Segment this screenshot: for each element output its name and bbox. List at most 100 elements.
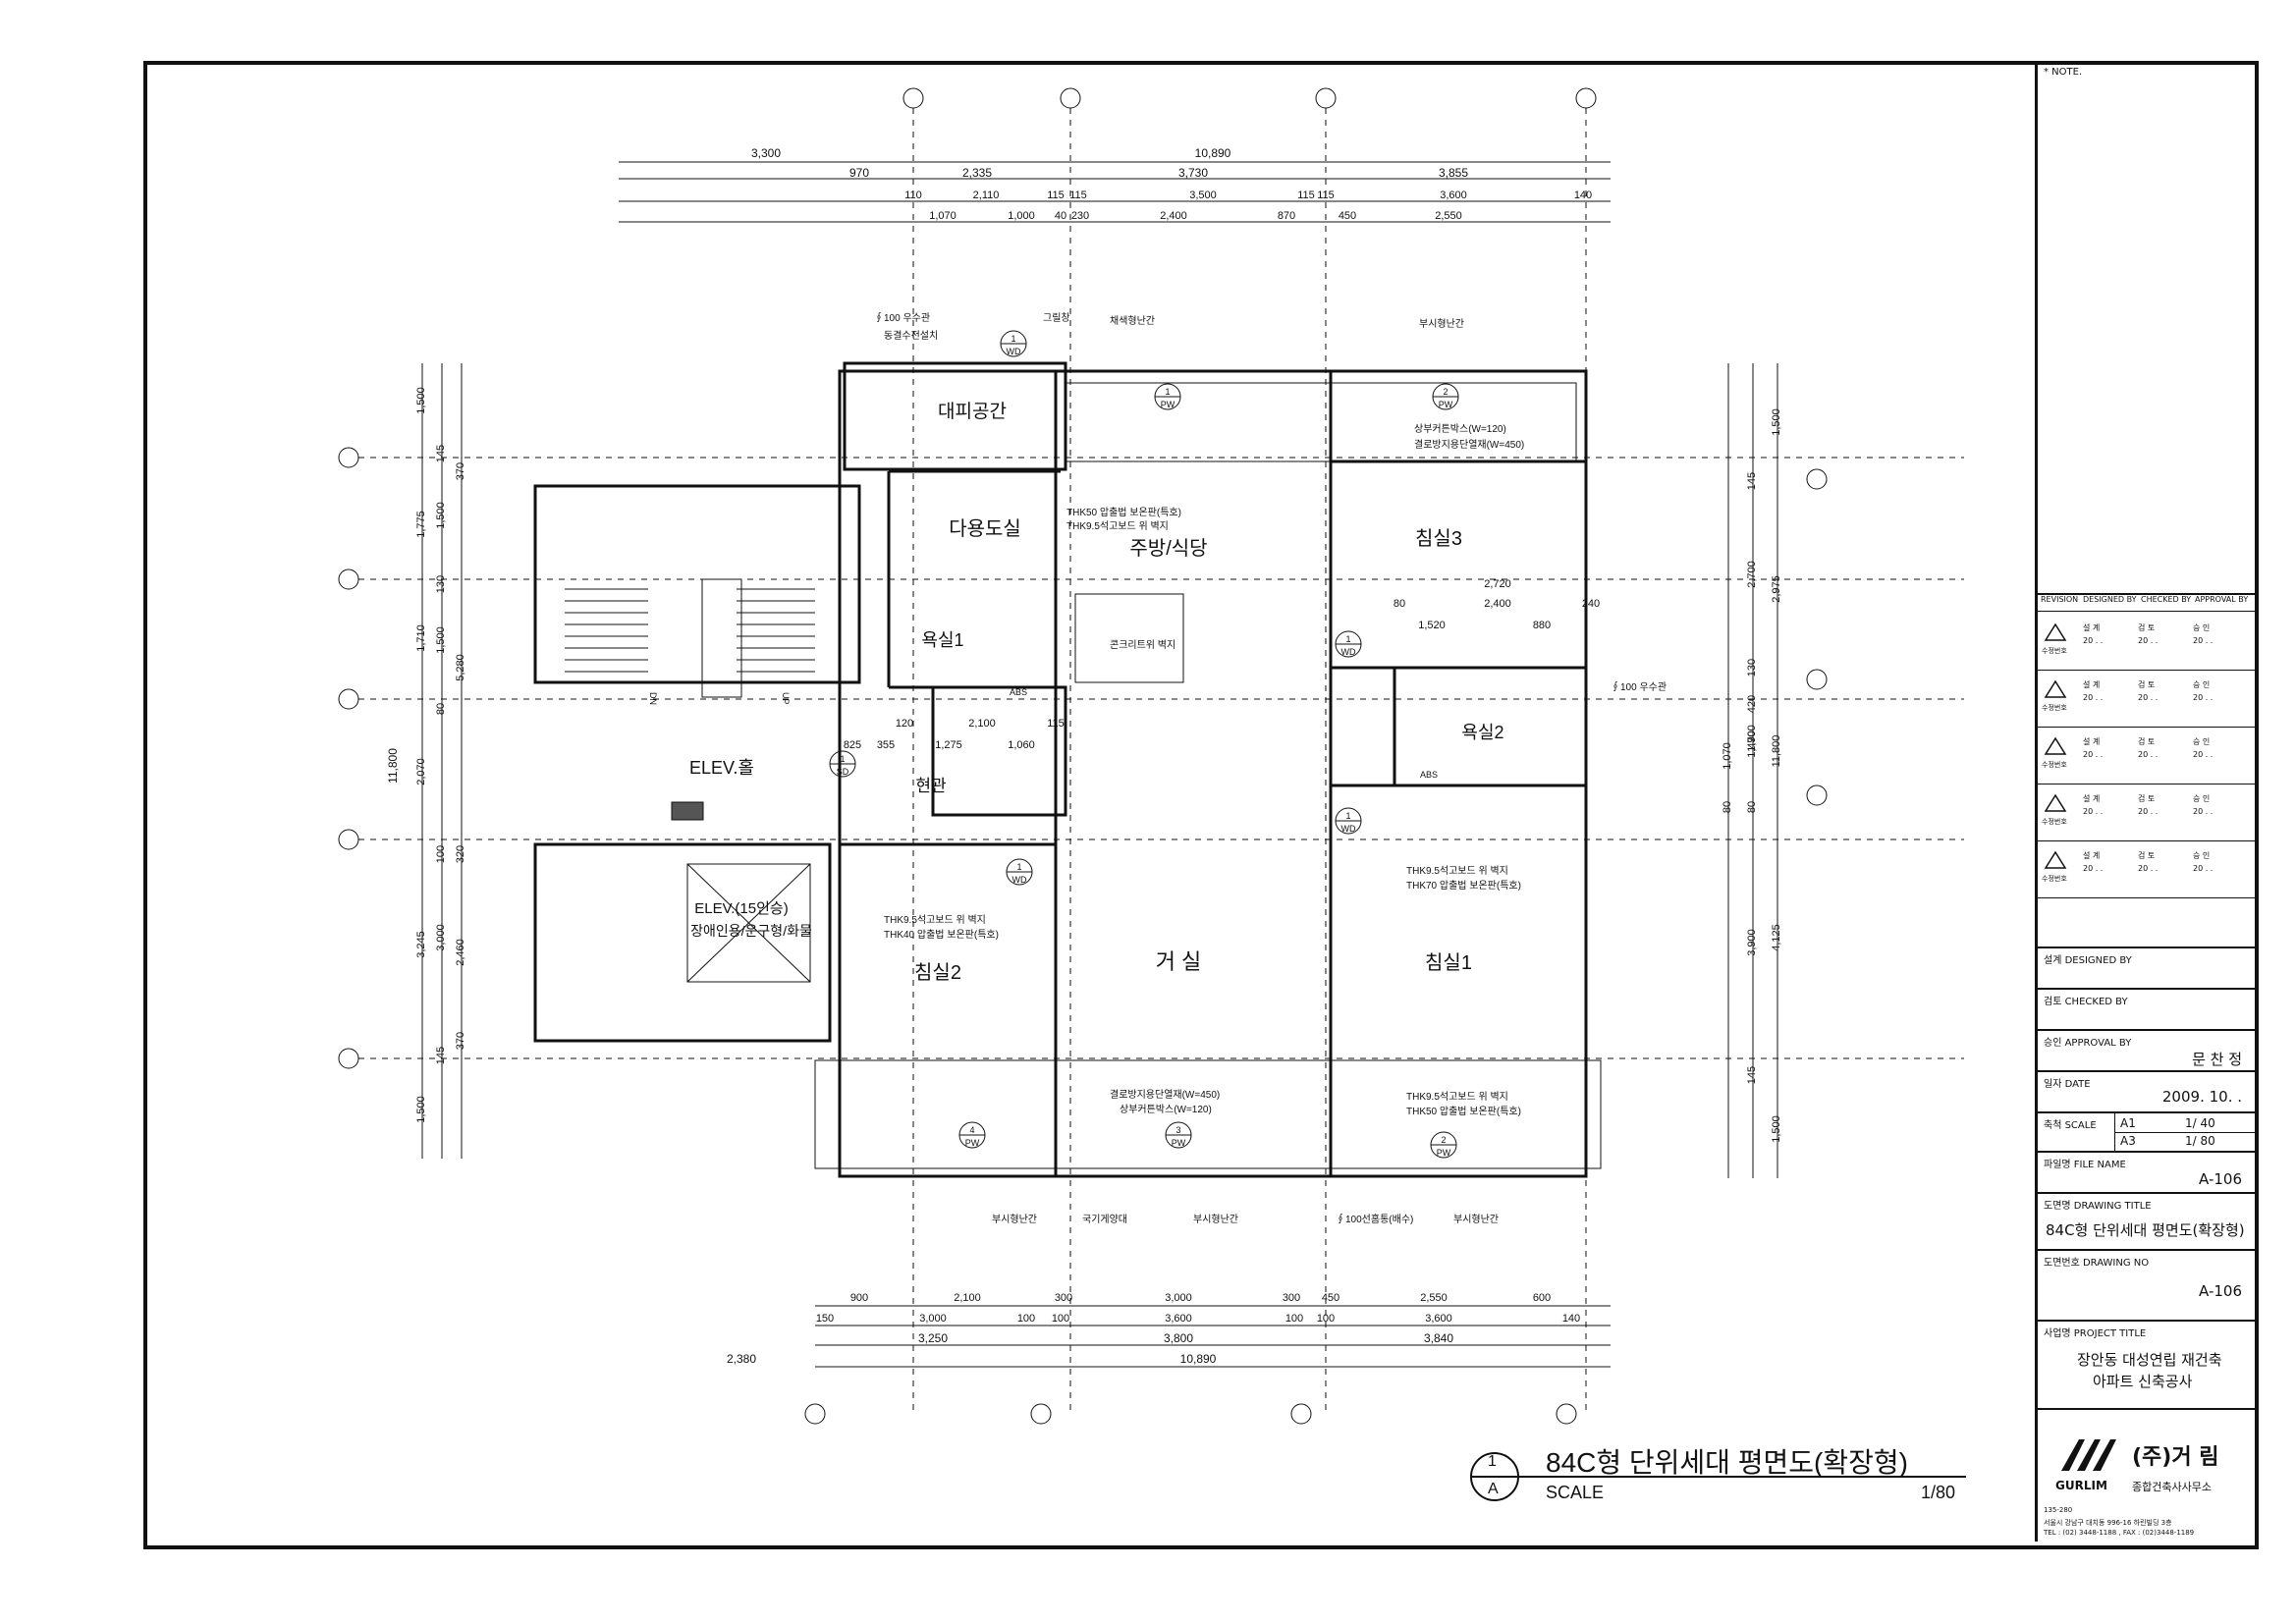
grid-bubble-right <box>1806 784 1828 806</box>
dim-left-outer: 3,245 <box>415 931 427 958</box>
door-tag-number: 3 <box>1175 1125 1180 1135</box>
dim-right-outer: 11,800 <box>1771 735 1782 768</box>
dim-top-1: 10,890 <box>1195 146 1231 160</box>
balcony-top <box>1065 382 1577 462</box>
note-text: 동결수전설치 <box>884 330 938 342</box>
room-label-entrance: 현관 <box>915 777 946 795</box>
room-label-bath2: 욕실2 <box>1461 723 1503 742</box>
room-label-bed2: 침실2 <box>914 961 961 984</box>
dim-bottom-2: 100 <box>1017 1313 1035 1325</box>
dim-left-outer: 1,500 <box>415 1096 427 1123</box>
dim-top-4: 450 <box>1339 210 1356 222</box>
dim-entry: 2,100 <box>968 718 996 730</box>
dim-right-mid: 145 <box>1746 1066 1758 1084</box>
dim-left-mid: 100 <box>435 845 447 863</box>
outer-frame <box>143 61 2259 1549</box>
rev-col-approval: APPROVAL BY <box>2195 595 2249 604</box>
dim-left-mid: 3,000 <box>435 924 447 951</box>
dim-left-inner: 370 <box>455 462 466 480</box>
elev-hall-hatch <box>671 801 704 821</box>
dim-top-1: 3,300 <box>751 146 781 160</box>
designed-by-label: 설계 DESIGNED BY <box>2044 955 2132 966</box>
project-row: 사업명 PROJECT TITLE 장안동 대성연립 재건축 아파트 신축공사 <box>2038 1320 2256 1410</box>
callout-letter: A <box>1488 1481 1499 1497</box>
drawing-title-label: 도면명 DRAWING TITLE <box>2044 1201 2152 1212</box>
stair-core <box>533 484 861 684</box>
stair-dn: DN <box>648 692 658 705</box>
note-text: THK70 압출법 보온판(특호) <box>1406 879 1521 892</box>
elevator-diag <box>686 863 811 983</box>
grid-bubble-left <box>338 829 359 850</box>
revision-cell: 검 토 <box>2138 623 2156 632</box>
door-tag-type: WD <box>1341 824 1356 834</box>
room-label-elev_hall: ELEV.홀 <box>689 758 754 778</box>
revision-date: 20 . . <box>2083 807 2104 816</box>
dim-left-outer: 1,500 <box>415 387 427 414</box>
room-label-dayongdo: 다용도실 <box>949 517 1021 540</box>
checked-by-label: 검토 CHECKED BY <box>2044 997 2128 1007</box>
revision-cell: 설 계 <box>2083 737 2101 746</box>
approval-name: 문 찬 정 <box>2192 1051 2242 1068</box>
dim-bottom-2: 100 <box>1317 1313 1335 1325</box>
file-row: 파일명 FILE NAME A-106 <box>2038 1151 2256 1194</box>
elevator-core <box>533 842 832 1043</box>
door-tag-number: 1 <box>840 754 845 764</box>
dim-bottom-1: 3,000 <box>1165 1292 1192 1304</box>
note-text: THK9.5석고보드 위 벽지 <box>884 913 986 926</box>
dim-entry: 355 <box>877 739 895 751</box>
dim-top-3: 110 <box>904 189 922 201</box>
designed-by-row: 설계 DESIGNED BY <box>2038 947 2256 990</box>
note-text: THK9.5석고보드 위 벽지 <box>1066 519 1169 532</box>
revision-cell: 검 토 <box>2138 851 2156 860</box>
dim-bottom-1: 450 <box>1322 1292 1339 1304</box>
dim-bottom-4: 10,890 <box>1180 1352 1217 1366</box>
dim-bed3: 240 <box>1582 598 1600 610</box>
dim-left-inner: 370 <box>455 1032 466 1050</box>
dim-top-2: 3,730 <box>1178 166 1208 180</box>
revision-cell: 설 계 <box>2083 623 2101 632</box>
dim-right-inner: 1,070 <box>1722 742 1733 770</box>
drawing-no-value: A-106 <box>2199 1282 2242 1300</box>
note-text: THK9.5석고보드 위 벽지 <box>1406 864 1508 877</box>
dim-bed3: 2,720 <box>1484 578 1511 590</box>
dim-bottom-1: 2,550 <box>1420 1292 1448 1304</box>
dining-table <box>1074 593 1184 683</box>
revision-number-label: 수정번호 <box>2042 875 2067 883</box>
dim-left-mid: 130 <box>435 575 447 593</box>
room-label-bath1: 욕실1 <box>921 630 963 650</box>
door-tag-number: 2 <box>1443 387 1448 397</box>
dim-left-outer: 2,070 <box>415 758 427 785</box>
dim-left-outer: 1,710 <box>415 624 427 652</box>
door-tag-type: SD <box>837 767 849 777</box>
revision-triangle-icon <box>2044 679 2067 698</box>
revision-cell: 설 계 <box>2083 851 2101 860</box>
dim-top-3: 3,500 <box>1189 189 1217 201</box>
door-tag-number: 1 <box>1165 387 1170 397</box>
dim-bottom-3: 3,250 <box>918 1331 948 1345</box>
revision-date: 20 . . <box>2138 693 2159 702</box>
note-text: THK9.5석고보드 위 벽지 <box>1406 1090 1508 1103</box>
grid-bubble-bottom <box>1556 1403 1577 1425</box>
revision-cell: 승 인 <box>2193 680 2211 689</box>
scale-caption: SCALE <box>1546 1483 1605 1502</box>
dim-right-outer: 1,500 <box>1771 1115 1782 1143</box>
dim-bottom-1: 300 <box>1283 1292 1300 1304</box>
dim-entry: 825 <box>844 739 861 751</box>
note-text: 콘크리트위 벽지 <box>1110 638 1175 651</box>
note-text: 국기게양대 <box>1082 1214 1127 1225</box>
dim-bottom-2: 100 <box>1285 1313 1303 1325</box>
dim-left-inner: 5,280 <box>455 654 466 681</box>
dim-left-mid: 1,500 <box>435 502 447 529</box>
dim-right-mid: 130 <box>1746 659 1758 676</box>
revision-date: 20 . . <box>2083 636 2104 645</box>
revision-cell: 설 계 <box>2083 680 2101 689</box>
dim-entry: 120 <box>896 718 913 730</box>
dim-entry: 1,275 <box>935 739 962 751</box>
dim-bottom-4: 2,380 <box>727 1352 756 1366</box>
door-tag-type: WD <box>1007 347 1021 356</box>
company-logo-icon <box>2061 1439 2116 1471</box>
dim-top-4: 230 <box>1071 210 1089 222</box>
unit-outline <box>838 369 1588 1178</box>
